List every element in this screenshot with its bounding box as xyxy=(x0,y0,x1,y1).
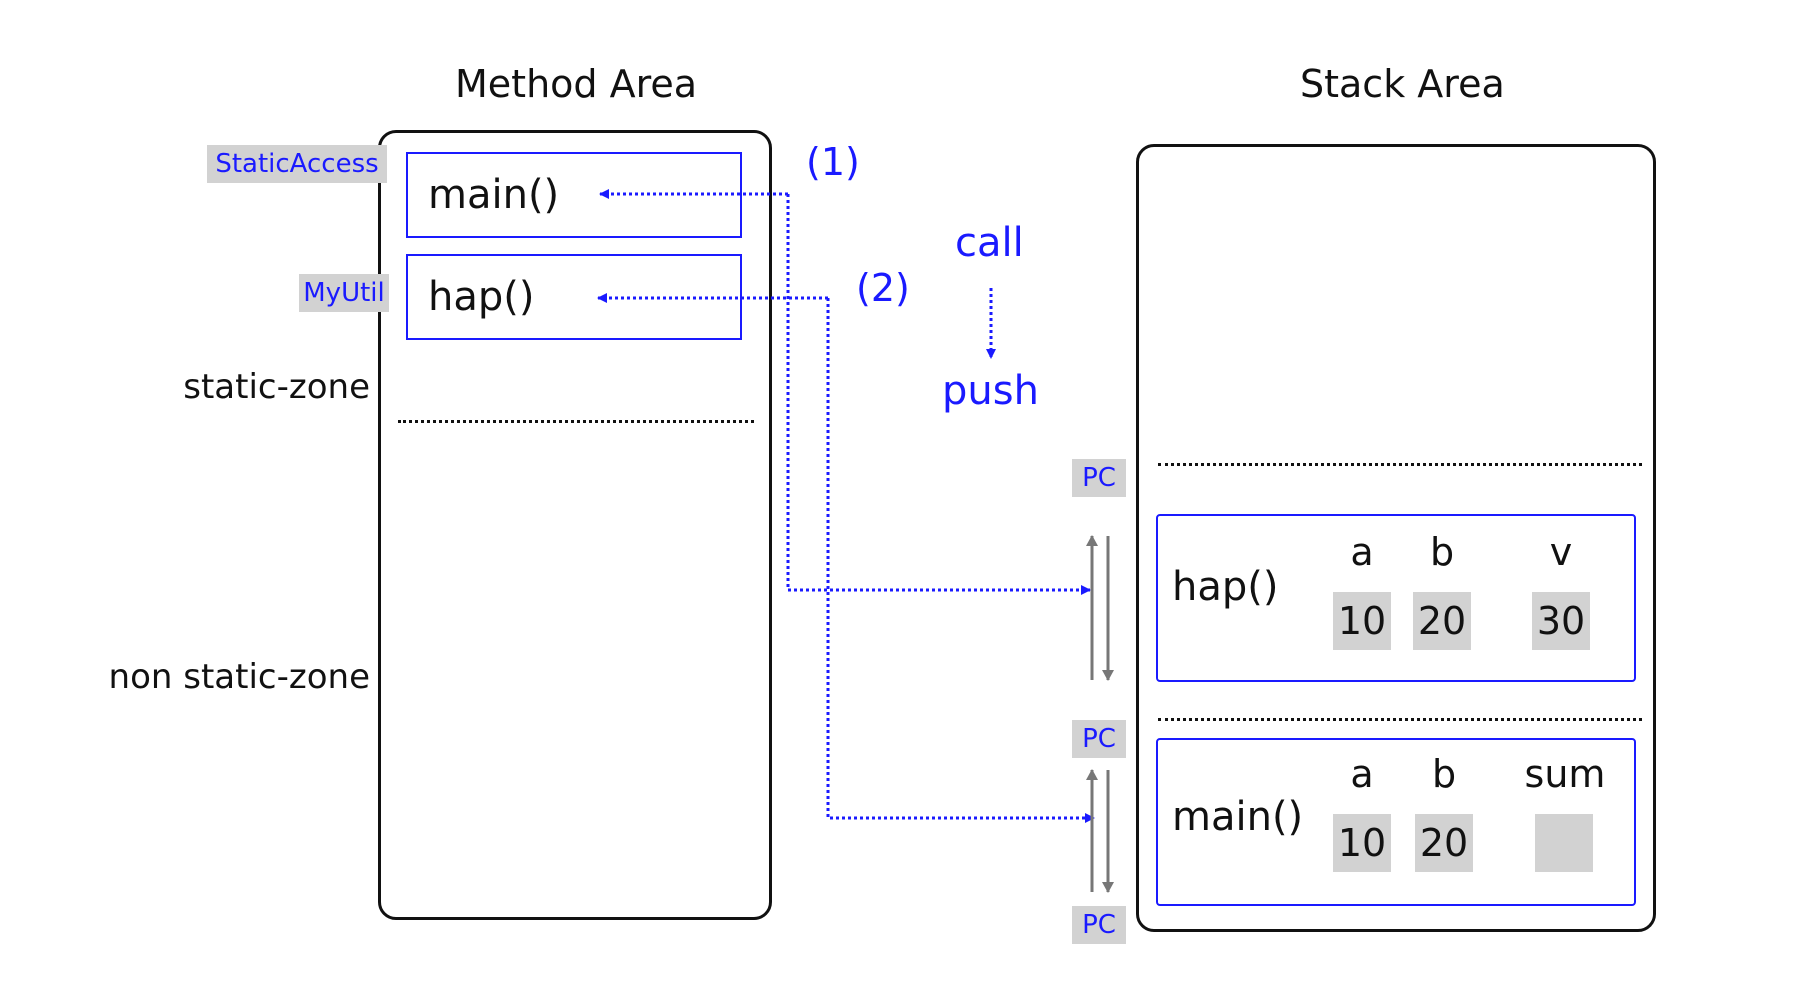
step-1-label: (1) xyxy=(806,140,860,184)
stack-divider-top xyxy=(1158,463,1642,466)
var-value-hap-a: 10 xyxy=(1333,592,1391,650)
pc-tag-middle: PC xyxy=(1072,720,1126,758)
var-label-hap-v: v xyxy=(1549,530,1573,574)
pc-tag-top: PC xyxy=(1072,459,1126,497)
var-label-hap-a: a xyxy=(1350,530,1374,574)
method-box-hap: hap() xyxy=(406,254,742,340)
var-label-hap-b: b xyxy=(1429,530,1455,574)
pc-tag-bottom: PC xyxy=(1072,906,1126,944)
static-zone-label: static-zone xyxy=(183,367,370,407)
method-area-title: Method Area xyxy=(455,62,698,106)
non-static-zone-label: non static-zone xyxy=(108,657,370,697)
var-value-main-sum xyxy=(1535,814,1593,872)
var-label-main-b: b xyxy=(1431,752,1457,796)
class-tag-myutil: MyUtil xyxy=(299,274,389,312)
frame-name-hap: hap() xyxy=(1172,564,1279,610)
stack-divider-middle xyxy=(1158,718,1642,721)
step-2-label: (2) xyxy=(856,266,910,310)
var-value-main-a: 10 xyxy=(1333,814,1391,872)
method-name-hap: hap() xyxy=(428,274,535,320)
var-label-main-a: a xyxy=(1350,752,1374,796)
legend-call: call xyxy=(955,220,1024,266)
var-value-hap-b: 20 xyxy=(1413,592,1471,650)
stack-area-title: Stack Area xyxy=(1300,62,1505,106)
frame-name-main: main() xyxy=(1172,794,1304,840)
method-name-main: main() xyxy=(428,172,560,218)
push-line-hap xyxy=(826,298,1095,823)
legend-push: push xyxy=(942,368,1039,414)
method-area-divider xyxy=(398,420,754,423)
var-label-main-sum: sum xyxy=(1524,752,1606,796)
var-value-hap-v: 30 xyxy=(1532,592,1590,650)
class-tag-staticaccess: StaticAccess xyxy=(207,145,387,183)
push-line-main xyxy=(786,194,1091,595)
var-value-main-b: 20 xyxy=(1415,814,1473,872)
